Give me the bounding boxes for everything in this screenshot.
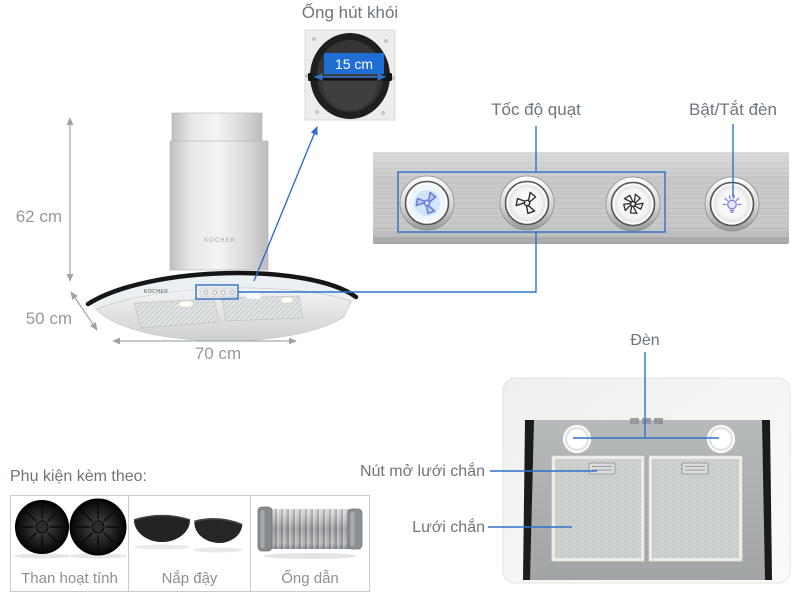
filter-release-latch-left — [588, 462, 616, 475]
accessories-table: Than hoạt tính Nắp đậy Ống dẫn — [10, 495, 370, 592]
accessory-label: Nắp đậy — [161, 570, 218, 587]
hood-filter-left — [133, 298, 220, 329]
hood-front-brand: KOCHER — [144, 289, 169, 295]
fan-speed-2-button — [499, 175, 555, 231]
fan-speed-3-button — [605, 176, 661, 232]
connector-duct-arrow — [253, 126, 318, 282]
fan-speed-label: Tốc độ quạt — [491, 100, 581, 119]
connector-hood-to-panel — [238, 232, 537, 293]
caps-icon — [133, 514, 243, 553]
accessory-cell-caps: Nắp đậy — [128, 496, 250, 591]
accessories-title: Phụ kiện kèm theo: — [10, 468, 147, 485]
grease-filter-label: Lưới chắn — [412, 519, 485, 536]
light-toggle-button — [704, 176, 760, 232]
accessory-cell-charcoal: Than hoạt tính — [11, 496, 128, 591]
width-dimension-label: 70 cm — [194, 344, 242, 363]
lamp-label: Đèn — [630, 332, 660, 349]
underside-illustration — [502, 377, 791, 584]
grease-filter-right — [647, 454, 744, 563]
accessory-label: Ống dẫn — [281, 570, 339, 587]
filter-release-latch-right — [681, 462, 709, 475]
fan-speed-1-icon — [414, 190, 440, 216]
hood-button-strip — [199, 287, 237, 298]
dimension-arrows — [66, 117, 297, 345]
filter-release-label: Nút mở lưới chắn — [359, 463, 485, 480]
duct-label: Ống hút khói — [301, 3, 399, 22]
underside-vents — [630, 418, 663, 424]
hood-illustration: KOCHER — [85, 112, 359, 342]
charcoal-filters-icon — [14, 498, 127, 559]
height-dimension-label: 62 cm — [15, 207, 62, 226]
hood-glass-edge — [85, 270, 359, 307]
annotation-lines — [195, 124, 734, 528]
light-toggle-label: Bật/Tắt đèn — [689, 100, 777, 119]
hood-rating-sticker — [245, 291, 262, 300]
hood-lamp-right — [280, 296, 294, 304]
duct-tube-icon — [257, 506, 363, 559]
fan-buttons-highlight-box — [397, 171, 666, 233]
underside-lamp-right — [706, 424, 736, 454]
hood-chimney-brand: KOCHER — [204, 238, 236, 244]
fan-speed-3-icon — [623, 193, 644, 214]
fan-speed-2-icon — [515, 191, 537, 215]
hood-lamp-left — [178, 300, 194, 308]
underside-lamp-left — [562, 424, 592, 454]
duct-diameter-badge: 15 cm — [324, 53, 384, 74]
depth-arrow — [70, 291, 98, 331]
grease-filter-left — [550, 454, 646, 563]
accessory-label: Than hoạt tính — [21, 570, 118, 587]
accessory-cell-duct-tube: Ống dẫn — [250, 496, 369, 591]
duct-cutaway-illustration — [304, 29, 396, 121]
light-bulb-icon — [722, 195, 742, 213]
fan-speed-1-button — [399, 175, 455, 231]
depth-dimension-label: 50 cm — [25, 309, 72, 328]
control-panel-illustration — [373, 152, 789, 244]
